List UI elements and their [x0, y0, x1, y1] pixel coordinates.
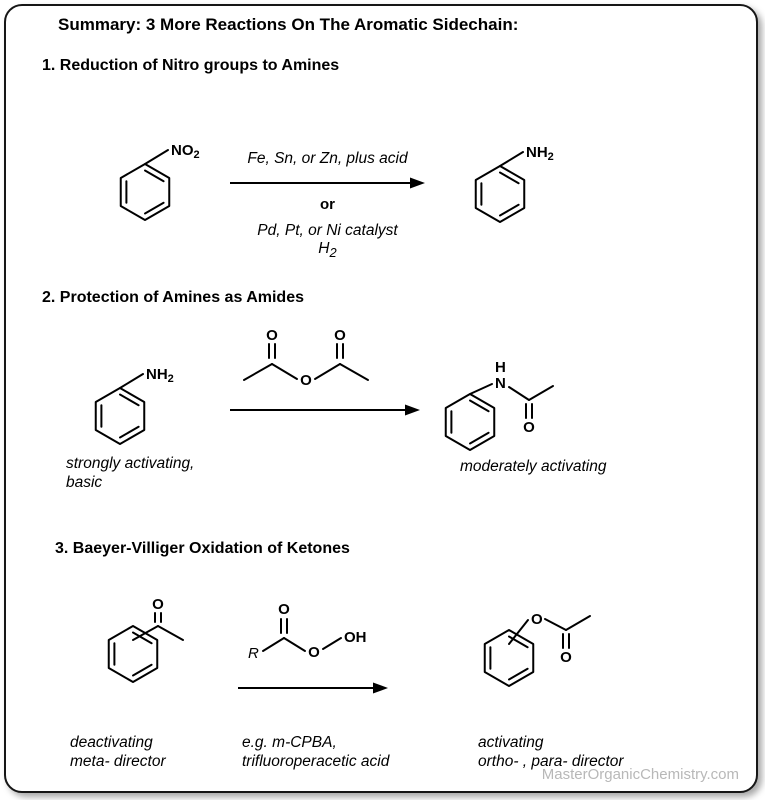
benzene-ring: [119, 163, 171, 221]
c-n-bond: [144, 149, 169, 165]
aniline-note-line2: basic: [66, 474, 103, 492]
amide-h-label: H: [495, 359, 506, 376]
acetophenone-note-line1: deactivating: [70, 734, 153, 751]
n-c-bond: [508, 386, 530, 401]
phenyl-acetate-note-line1: activating: [478, 734, 544, 751]
acetanilide-structure: N H O: [444, 359, 554, 451]
aniline-reactant-structure: NH2: [94, 366, 174, 445]
ester-carbonyl-o-label: O: [560, 649, 572, 666]
acetophenone-structure: O: [107, 596, 184, 683]
c-o-bond: [283, 637, 306, 652]
ring-c-bond: [132, 625, 159, 641]
c-methyl-bond: [528, 385, 554, 401]
reaction1-arrow: [230, 177, 425, 189]
ester-o-center-label: O: [300, 372, 312, 389]
watermark: MasterOrganicChemistry.com: [541, 766, 739, 783]
section2-heading: 2. Protection of Amines as Amides: [42, 289, 304, 306]
c-methyl-bond: [565, 615, 591, 631]
o-oh-bond: [322, 637, 342, 650]
benzene-ring: [107, 625, 159, 683]
peracid-note-line1: e.g. m-CPBA,: [242, 734, 337, 751]
peracid-note-line2: trifluoroperacetic acid: [242, 753, 390, 771]
reaction2-arrow: [230, 404, 420, 416]
reaction1-conditions: Fe, Sn, or Zn, plus acid or Pd, Pt, or N…: [225, 150, 430, 260]
reaction1-conditions-line2: Pd, Pt, or Ni catalyst: [257, 222, 398, 239]
acetophenone-note: deactivating meta- director: [70, 733, 166, 772]
ester-o-link-label: O: [531, 611, 543, 628]
carbonyl-o-left-label: O: [266, 327, 278, 344]
ring-o-bond: [508, 619, 529, 645]
c-n-bond: [469, 383, 493, 395]
aniline-structure: NH2: [474, 144, 554, 223]
page-title: Summary: 3 More Reactions On The Aromati…: [58, 15, 519, 34]
benzene-ring: [483, 629, 535, 687]
c-methyl-bond: [157, 625, 184, 641]
peracid-carbonyl-o-label: O: [278, 601, 290, 618]
reaction1-conditions-line1: Fe, Sn, or Zn, plus acid: [247, 150, 408, 167]
phenyl-acetate-note: activating ortho- , para- director: [478, 733, 624, 772]
peracid-structure: R O O OH: [248, 601, 367, 662]
acetanilide-note: moderately activating: [460, 458, 607, 475]
nitro-group-label: NO2: [171, 142, 200, 161]
c-n-bond: [119, 373, 144, 389]
r-group-label: R: [248, 645, 259, 662]
benzene-ring: [94, 387, 146, 445]
reaction3-arrow: [238, 682, 388, 694]
phenyl-acetate-structure: O O: [483, 611, 591, 687]
ketone-o-label: O: [152, 596, 164, 613]
or-label: or: [320, 196, 335, 213]
acetic-anhydride-structure: O O O: [243, 327, 369, 389]
peracid-note: e.g. m-CPBA, trifluoroperacetic acid: [242, 733, 389, 772]
phenyl-acetate-note-line2: ortho- , para- director: [478, 753, 624, 771]
amine-group-label: NH2: [146, 366, 174, 385]
o-c-bond: [544, 618, 567, 631]
peracid-oh-label: OH: [344, 629, 367, 646]
carbonyl-o-right-label: O: [334, 327, 346, 344]
c-n-bond: [499, 151, 524, 167]
section3-heading: 3. Baeyer-Villiger Oxidation of Ketones: [55, 540, 350, 557]
amide-n-label: N: [495, 375, 506, 392]
section1-heading: 1. Reduction of Nitro groups to Amines: [42, 57, 340, 74]
benzene-ring: [444, 393, 496, 451]
aniline-note-line1: strongly activating,: [66, 455, 195, 472]
anhydride-bonds: [243, 343, 369, 381]
r-c-bond: [262, 637, 285, 652]
peracid-o-label: O: [308, 644, 320, 661]
acetophenone-note-line2: meta- director: [70, 753, 166, 771]
amine-group-label: NH2: [526, 144, 554, 163]
amide-o-label: O: [523, 419, 535, 436]
benzene-ring: [474, 165, 526, 223]
diagram-border: [4, 4, 758, 793]
aniline-note: strongly activating, basic: [66, 454, 194, 493]
nitrobenzene-structure: NO2: [119, 142, 200, 221]
reaction1-conditions-line3: H2: [318, 240, 337, 261]
